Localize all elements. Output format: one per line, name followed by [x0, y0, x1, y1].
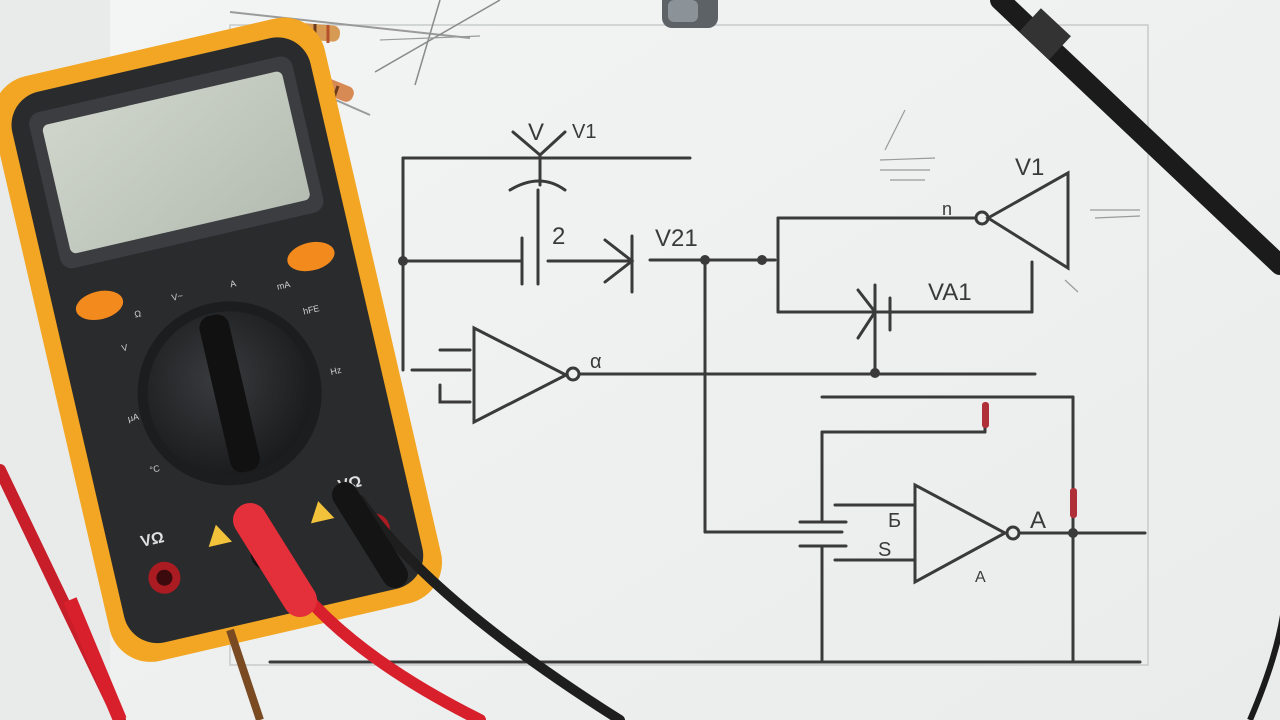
- amplifier-1: [472, 325, 570, 425]
- svg-text:V~: V~: [171, 291, 184, 303]
- red-resistor-marks: [982, 402, 1077, 518]
- junction-dots: [398, 255, 1078, 538]
- label-v1-top: V1: [572, 121, 596, 143]
- svg-text:V: V: [121, 342, 129, 353]
- label-v: V: [528, 119, 544, 146]
- label-va: VA1: [928, 279, 972, 306]
- black-probe-top: [990, 0, 1280, 720]
- pencil-scribbles: [879, 109, 1141, 293]
- warning-icon: [310, 501, 335, 524]
- inverter-triangle: [985, 170, 1070, 271]
- port-label-left: VΩ: [139, 529, 166, 551]
- label-n: n: [942, 199, 952, 219]
- label-2: 2: [552, 223, 565, 250]
- label-alpha: α: [590, 351, 602, 373]
- svg-text:hFE: hFE: [302, 303, 320, 316]
- label-v1-right: V1: [1015, 154, 1044, 181]
- label-a-out: A: [1030, 507, 1046, 534]
- loose-wires: [374, 0, 501, 86]
- amplifier-2: [913, 482, 1009, 585]
- schematic-labels: V V1 2 V21 V1 n VA1 α Б S A A: [528, 119, 1046, 586]
- warning-icon: [208, 524, 233, 547]
- probe-cables: [226, 482, 625, 720]
- left-button: [75, 290, 124, 321]
- svg-text:°C: °C: [149, 463, 162, 475]
- svg-text:Hz: Hz: [329, 365, 342, 377]
- label-s: S: [878, 539, 891, 561]
- svg-text:A: A: [229, 278, 237, 289]
- schematic-drawing: [268, 130, 1147, 664]
- lcd-screen: [42, 71, 310, 254]
- svg-text:mA: mA: [276, 279, 291, 292]
- label-b: Б: [888, 510, 901, 532]
- svg-text:μA: μA: [127, 412, 140, 424]
- red-probe-lead-left: [0, 464, 127, 720]
- right-button: [287, 241, 335, 272]
- svg-text:Ω: Ω: [133, 308, 142, 319]
- capacitor-component: [662, 0, 718, 28]
- label-a-bottom: A: [975, 569, 986, 586]
- knob-pointer: [199, 314, 260, 473]
- label-v2: V21: [655, 225, 698, 252]
